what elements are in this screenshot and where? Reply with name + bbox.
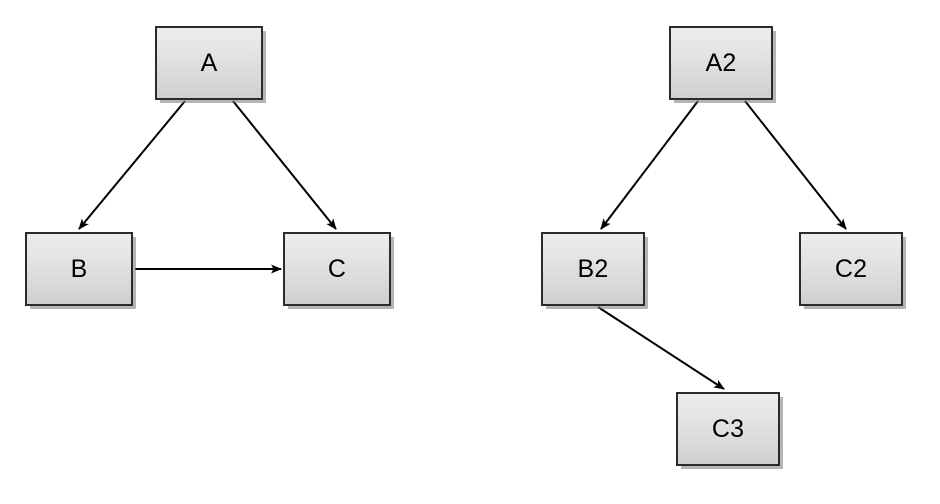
node-label-b2: B2 — [577, 254, 609, 283]
node-b2[interactable]: B2 — [541, 232, 645, 306]
edge-a2-to-c2 — [744, 100, 847, 230]
node-a2[interactable]: A2 — [669, 26, 773, 100]
node-label-a2: A2 — [705, 48, 737, 77]
node-c[interactable]: C — [283, 232, 391, 306]
node-label-b: B — [70, 254, 88, 283]
node-c2[interactable]: C2 — [799, 232, 903, 306]
node-b[interactable]: B — [25, 232, 133, 306]
edge-a-to-c — [232, 100, 337, 230]
node-label-c: C — [327, 254, 347, 283]
edges-group — [78, 100, 847, 390]
edge-b2-to-c3 — [597, 306, 725, 390]
node-label-a: A — [200, 48, 218, 77]
node-label-c2: C2 — [834, 254, 868, 283]
edge-a2-to-b2 — [600, 100, 699, 230]
edge-a-to-b — [78, 100, 186, 230]
node-a[interactable]: A — [155, 26, 263, 100]
node-c3[interactable]: C3 — [676, 392, 780, 466]
node-label-c3: C3 — [711, 414, 745, 443]
